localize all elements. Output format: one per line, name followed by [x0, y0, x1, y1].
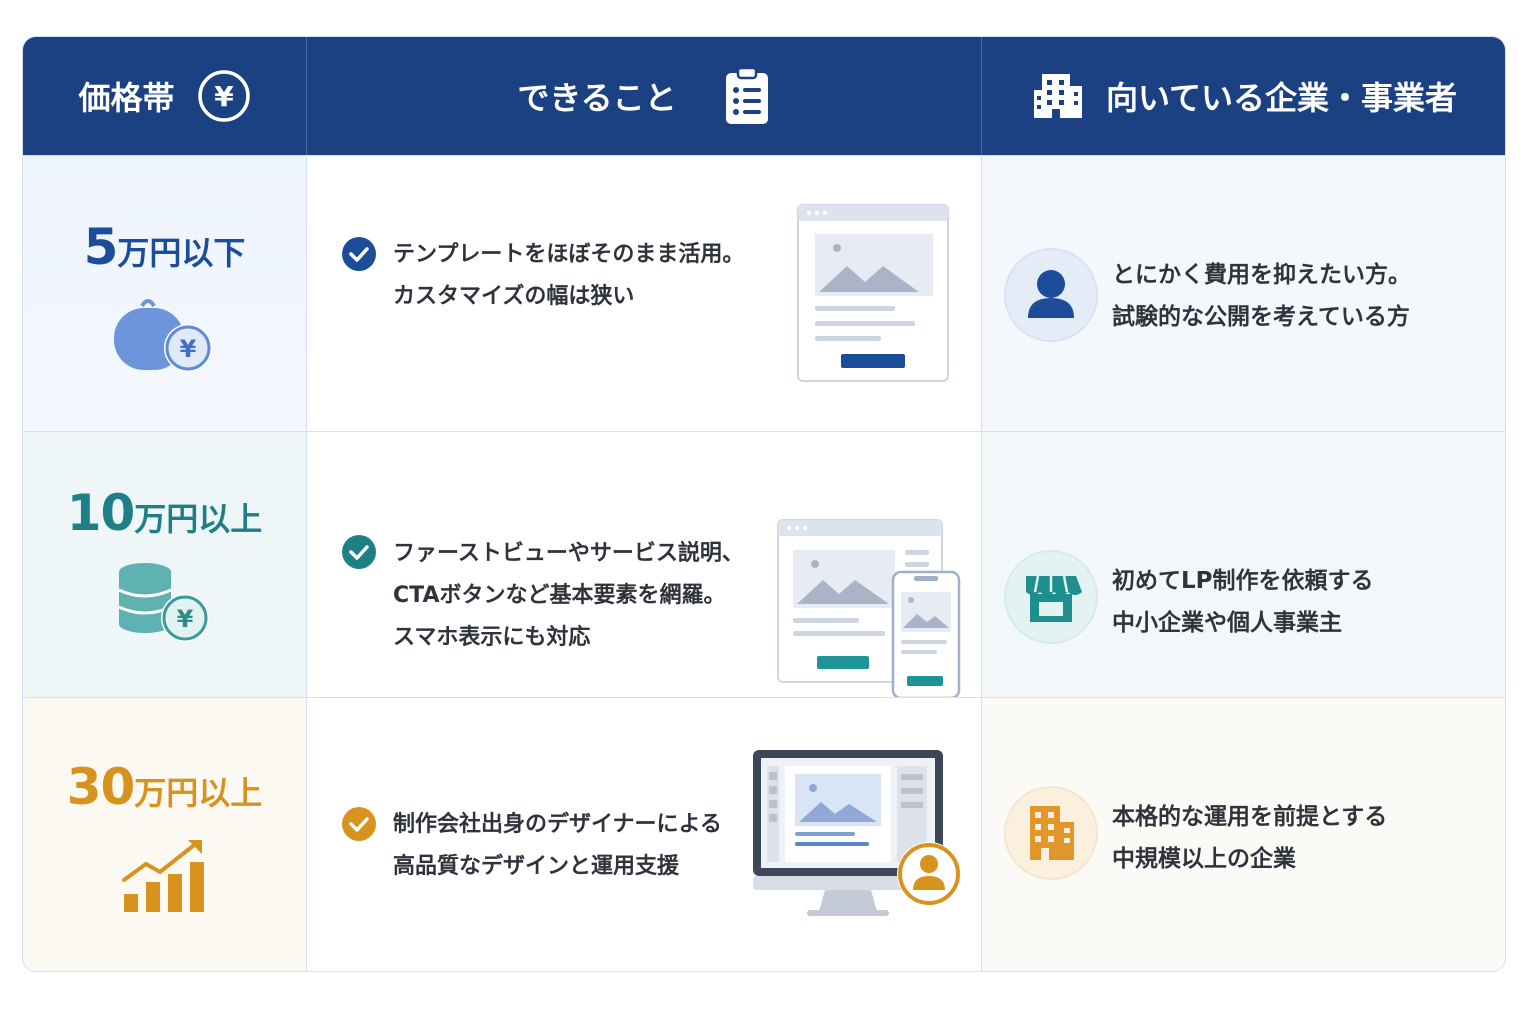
header-fit-label: 向いている企業・事業者 [1105, 79, 1458, 117]
fit-description: とにかく費用を抑えたい方。 試験的な公開を考えている方 [1112, 254, 1411, 338]
desc-line: テンプレートをほぼそのまま活用。 [393, 242, 745, 267]
fit-line: 初めてLP制作を依頼する [1112, 568, 1374, 594]
header-can-label: できること [517, 79, 677, 117]
fit-line: とにかく費用を抑えたい方。 [1112, 262, 1411, 288]
header-fit: 向いている企業・事業者 [982, 37, 1505, 155]
desc-line: CTAボタンなど基本要素を網羅。 [393, 583, 726, 608]
desc-line: 高品質なデザインと運用支援 [393, 854, 680, 879]
fit-line: 本格的な運用を前提とする [1112, 804, 1388, 830]
can-cell: テンプレートをほぼそのまま活用。 カスタマイズの幅は狭い [307, 156, 982, 431]
desc-line: 制作会社出身のデザイナーによる [393, 812, 722, 837]
storefront-icon-circle [1004, 550, 1098, 644]
check-circle-icon [342, 807, 376, 841]
svg-text:¥: ¥ [214, 80, 234, 113]
responsive-page-illustration [777, 519, 961, 700]
price-cell: 30万円以上 [23, 698, 307, 971]
fit-description: 本格的な運用を前提とする 中規模以上の企業 [1112, 796, 1387, 880]
can-description: ファーストビューやサービス説明、 CTAボタンなど基本要素を網羅。 スマホ表示に… [393, 533, 744, 659]
office-building-icon [1030, 806, 1074, 860]
price-label: 10万円以上 [67, 484, 263, 542]
office-building-icon-circle [1004, 786, 1098, 880]
person-icon-circle [1004, 248, 1098, 342]
pricing-comparison-table: 価格帯 ¥ できること [22, 36, 1506, 972]
fit-description: 初めてLP制作を依頼する 中小企業や個人事業主 [1112, 560, 1374, 644]
fit-cell: 本格的な運用を前提とする 中規模以上の企業 [982, 698, 1505, 971]
fit-line: 試験的な公開を考えている方 [1112, 304, 1410, 330]
table-row: 10万円以上 ¥ ファーストビューやサービス説明、 CTAボタンなど基本要素を網… [23, 431, 1505, 700]
can-cell: 制作会社出身のデザイナーによる 高品質なデザインと運用支援 [307, 698, 982, 971]
price-cell: 5万円以下 ¥ [23, 156, 307, 431]
monitor-designer-illustration [753, 750, 961, 916]
check-circle-icon [342, 237, 376, 271]
price-label: 5万円以下 [84, 218, 246, 276]
price-number: 5 [83, 218, 119, 276]
person-icon [1028, 270, 1074, 318]
table-row: 30万円以上 制作会社出身のデザイナーによる 高品質なデザインと運用支援 [23, 697, 1505, 971]
fit-cell: 初めてLP制作を依頼する 中小企業や個人事業主 [982, 432, 1505, 697]
svg-text:¥: ¥ [179, 335, 196, 363]
price-unit: 万円以下 [117, 234, 246, 272]
price-unit: 万円以上 [134, 774, 263, 812]
yen-circle-icon: ¥ [197, 70, 250, 122]
price-label: 30万円以上 [67, 758, 263, 816]
storefront-icon [1026, 575, 1082, 622]
svg-text:¥: ¥ [176, 605, 193, 633]
check-circle-icon [342, 535, 376, 569]
price-number: 30 [66, 758, 136, 816]
header-price: 価格帯 ¥ [23, 37, 307, 155]
growth-chart-icon [121, 840, 204, 912]
fit-line: 中規模以上の企業 [1112, 846, 1296, 872]
building-icon [1033, 74, 1082, 118]
table-header: 価格帯 ¥ できること [23, 37, 1505, 155]
coin-stack-icon: ¥ [117, 563, 209, 642]
price-unit: 万円以上 [134, 500, 263, 538]
fit-cell: とにかく費用を抑えたい方。 試験的な公開を考えている方 [982, 156, 1505, 431]
desc-line: スマホ表示にも対応 [393, 625, 591, 650]
header-price-label: 価格帯 [78, 79, 175, 117]
can-description: 制作会社出身のデザイナーによる 高品質なデザインと運用支援 [393, 804, 722, 888]
can-cell: ファーストビューやサービス説明、 CTAボタンなど基本要素を網羅。 スマホ表示に… [307, 432, 982, 700]
desc-line: ファーストビューやサービス説明、 [393, 541, 744, 566]
price-number: 10 [66, 484, 136, 542]
desc-line: カスタマイズの幅は狭い [393, 284, 635, 309]
coin-purse-icon: ¥ [113, 299, 212, 372]
header-can: できること [307, 37, 982, 155]
price-cell: 10万円以上 ¥ [23, 432, 307, 697]
template-page-illustration [797, 204, 949, 382]
can-description: テンプレートをほぼそのまま活用。 カスタマイズの幅は狭い [393, 234, 744, 318]
clipboard-checklist-icon [725, 66, 768, 124]
table-row: 5万円以下 ¥ テンプレートをほぼそのまま活用。 カスタマイズの幅は狭い [23, 155, 1505, 431]
fit-line: 中小企業や個人事業主 [1112, 610, 1342, 636]
